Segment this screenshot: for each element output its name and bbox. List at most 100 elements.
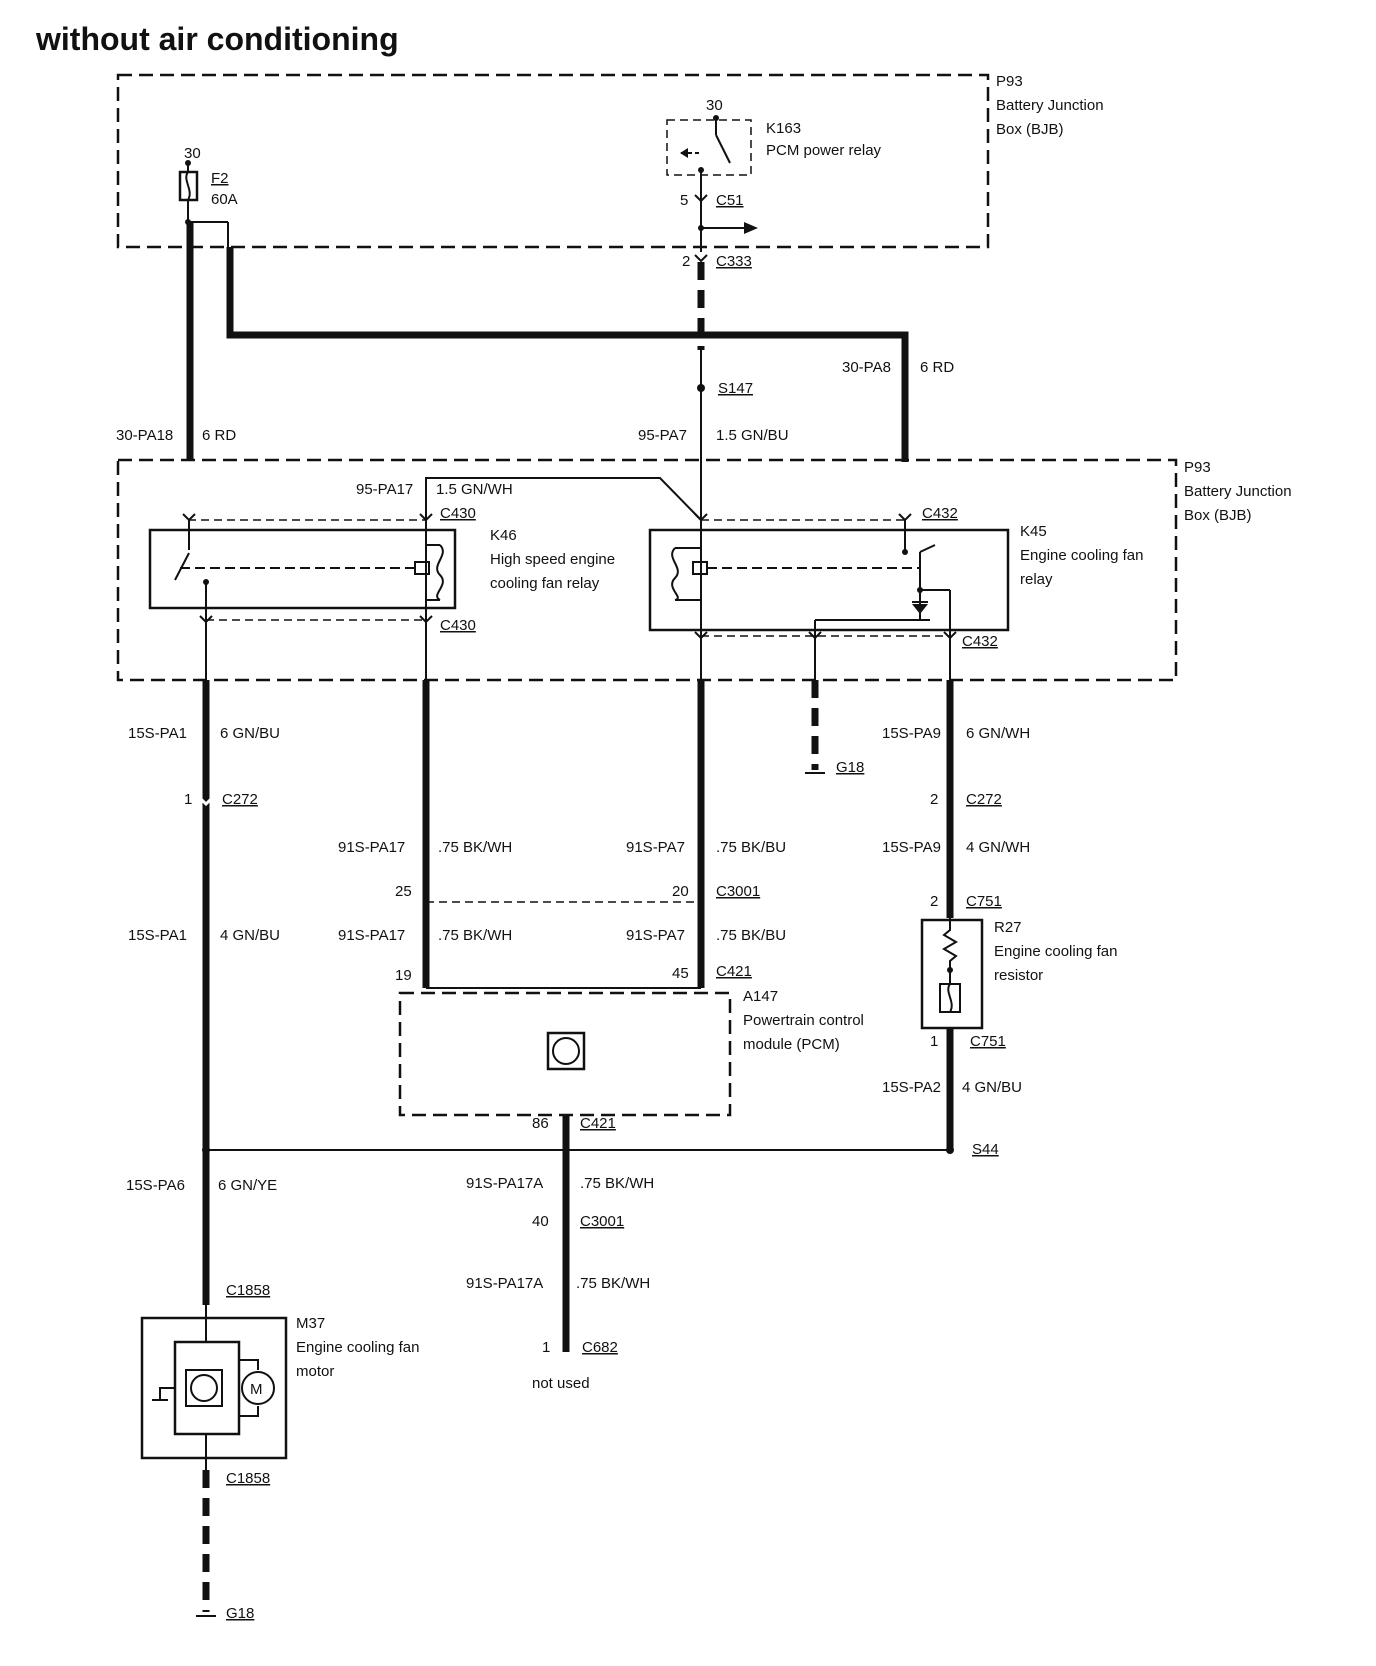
c51-connector: [694, 194, 758, 252]
w30pa8-spec: 6 RD: [920, 359, 954, 376]
c3001-pin-c: 40: [532, 1213, 549, 1230]
c333-pin: 2: [682, 253, 690, 270]
c3001-pin-a: 25: [395, 883, 412, 900]
a147-line2: module (PCM): [743, 1036, 840, 1053]
a147-id: A147: [743, 988, 778, 1005]
w91pa17Aa-code: 91S-PA17A: [466, 1175, 543, 1192]
c333-id: C333: [716, 253, 752, 270]
bjb-top-name-1: Battery Junction: [996, 97, 1104, 114]
m37-transistor-symbol: [185, 1369, 223, 1407]
c432-top-id: C432: [922, 505, 958, 522]
c421-pin-a: 19: [395, 967, 412, 984]
fuse-id: F2: [211, 170, 229, 187]
c272-id-right: C272: [966, 791, 1002, 808]
k46-id: K46: [490, 527, 517, 544]
k46-line1: High speed engine: [490, 551, 615, 568]
c272-pin-left: 1: [184, 791, 192, 808]
bjb-top-name-2: Box (BJB): [996, 121, 1064, 138]
fuse-pin: 30: [184, 145, 201, 162]
w30pa8-code: 30-PA8: [842, 359, 891, 376]
bjb-mid-box: [116, 458, 1178, 682]
bjb-top-id: P93: [996, 73, 1023, 90]
w95pa7-code: 95-PA7: [638, 427, 687, 444]
k163-name: PCM power relay: [766, 142, 882, 159]
c751-id-top: C751: [966, 893, 1002, 910]
c421-pin-b: 45: [672, 965, 689, 982]
w15pa1a-code: 15S-PA1: [128, 725, 187, 742]
c751-pin-top: 2: [930, 893, 938, 910]
w15pa6-code: 15S-PA6: [126, 1177, 185, 1194]
k45-id: K45: [1020, 523, 1047, 540]
g18-bot-id: G18: [226, 1605, 254, 1622]
c272-id-left: C272: [222, 791, 258, 808]
w91pa17Ab-code: 91S-PA17A: [466, 1275, 543, 1292]
w15pa1b-spec: 4 GN/BU: [220, 927, 280, 944]
c430-top-id: C430: [440, 505, 476, 522]
r27-id: R27: [994, 919, 1022, 936]
m37-line1: Engine cooling fan: [296, 1339, 419, 1356]
k45-relay-box: [648, 528, 1010, 632]
k163-pin: 30: [706, 97, 723, 114]
s147-splice: [697, 384, 705, 392]
w91pa17a-code: 91S-PA17: [338, 839, 405, 856]
c51-id: C51: [716, 192, 744, 209]
w30pa18-code: 30-PA18: [116, 427, 173, 444]
k45-line2: relay: [1020, 571, 1053, 588]
bjb-mid-name-2: Box (BJB): [1184, 507, 1252, 524]
c272-left-connector: [198, 796, 214, 807]
m37-module: [173, 1340, 241, 1436]
w15pa1b-code: 15S-PA1: [128, 927, 187, 944]
bjb-mid-name-1: Battery Junction: [1184, 483, 1292, 500]
m37-ground-symbol: [159, 1387, 175, 1400]
k45-line1: Engine cooling fan: [1020, 547, 1143, 564]
c421-id-bot: C421: [580, 1115, 616, 1132]
c3001-pin-b: 20: [672, 883, 689, 900]
m37-motor-leads: [239, 1359, 259, 1417]
w30pa18-spec: 6 RD: [202, 427, 236, 444]
c421-pin-c: 86: [532, 1115, 549, 1132]
pcm-transistor-symbol: [546, 1031, 586, 1071]
c3001-id: C3001: [716, 883, 760, 900]
w91pa17b-code: 91S-PA17: [338, 927, 405, 944]
k45-switch: [671, 513, 957, 680]
c333-connector: [694, 254, 708, 263]
c682-id: C682: [582, 1339, 618, 1356]
pcm-transistor-circle: [552, 1037, 580, 1065]
wire-30-pa8: [226, 247, 909, 462]
s44-splice-right: [946, 1146, 954, 1154]
a147-line1: Powertrain control: [743, 1012, 864, 1029]
k46-line2: cooling fan relay: [490, 575, 600, 592]
w95pa17-spec: 1.5 GN/WH: [436, 481, 513, 498]
k163-switch: [680, 115, 731, 200]
c1858-bot-id: C1858: [226, 1470, 270, 1487]
c1858-top-id: C1858: [226, 1282, 270, 1299]
r27-line2: resistor: [994, 967, 1043, 984]
k46-relay-box: [148, 528, 457, 610]
w15pa2-spec: 4 GN/BU: [962, 1079, 1022, 1096]
w91pa17Ab-spec: .75 BK/WH: [576, 1275, 650, 1292]
bjb-mid-id: P93: [1184, 459, 1211, 476]
w91pa17a-spec: .75 BK/WH: [438, 839, 512, 856]
s147-id: S147: [718, 380, 753, 397]
c430-bot-id: C430: [440, 617, 476, 634]
fuse-f2: [178, 160, 199, 225]
s44-splice-left: [202, 1146, 210, 1154]
k163-relay-box: [666, 119, 752, 176]
w91pa7b-spec: .75 BK/BU: [716, 927, 786, 944]
c272-pin-right: 2: [930, 791, 938, 808]
w91pa7b-code: 91S-PA7: [626, 927, 685, 944]
w95pa17-code: 95-PA17: [356, 481, 413, 498]
r27-line1: Engine cooling fan: [994, 943, 1117, 960]
w15pa6-spec: 6 GN/YE: [218, 1177, 277, 1194]
c682-note: not used: [532, 1375, 590, 1392]
w91pa7a-code: 91S-PA7: [626, 839, 685, 856]
m37-motor-circle: [241, 1371, 275, 1405]
m37-transistor-circle: [190, 1374, 218, 1402]
c3001-id-bot: C3001: [580, 1213, 624, 1230]
w15pa1a-spec: 6 GN/BU: [220, 725, 280, 742]
w15pa9a-spec: 6 GN/WH: [966, 725, 1030, 742]
w15pa9b-spec: 4 GN/WH: [966, 839, 1030, 856]
fuse-rating: 60A: [211, 191, 238, 208]
w15pa9b-code: 15S-PA9: [882, 839, 941, 856]
